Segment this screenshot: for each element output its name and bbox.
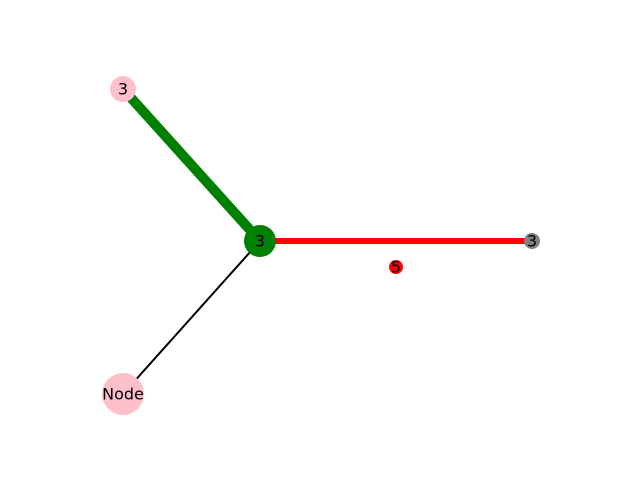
node-isolated[interactable]: 5: [389, 258, 403, 277]
node-top-left-circle: [110, 76, 136, 102]
node-right-circle: [524, 233, 540, 249]
edge-center-bottom-left: [122, 240, 261, 395]
node-right[interactable]: 3: [524, 232, 540, 251]
node-isolated-circle: [389, 260, 403, 274]
node-bottom-left[interactable]: Node: [102, 373, 144, 415]
node-center[interactable]: 3: [244, 225, 276, 257]
node-top-left-label: 3: [118, 80, 128, 99]
nodes-layer: 3 3 3 5 Node: [102, 76, 540, 415]
edges-layer: [119, 85, 532, 395]
node-bottom-left-label: Node: [102, 385, 144, 404]
edge-center-top-left: [119, 85, 264, 245]
node-right-label: 3: [527, 232, 537, 251]
node-bottom-left-circle: [102, 373, 144, 415]
node-top-left[interactable]: 3: [110, 76, 136, 102]
node-center-label: 3: [255, 232, 265, 251]
node-isolated-label: 5: [391, 258, 401, 277]
node-center-circle: [244, 225, 276, 257]
